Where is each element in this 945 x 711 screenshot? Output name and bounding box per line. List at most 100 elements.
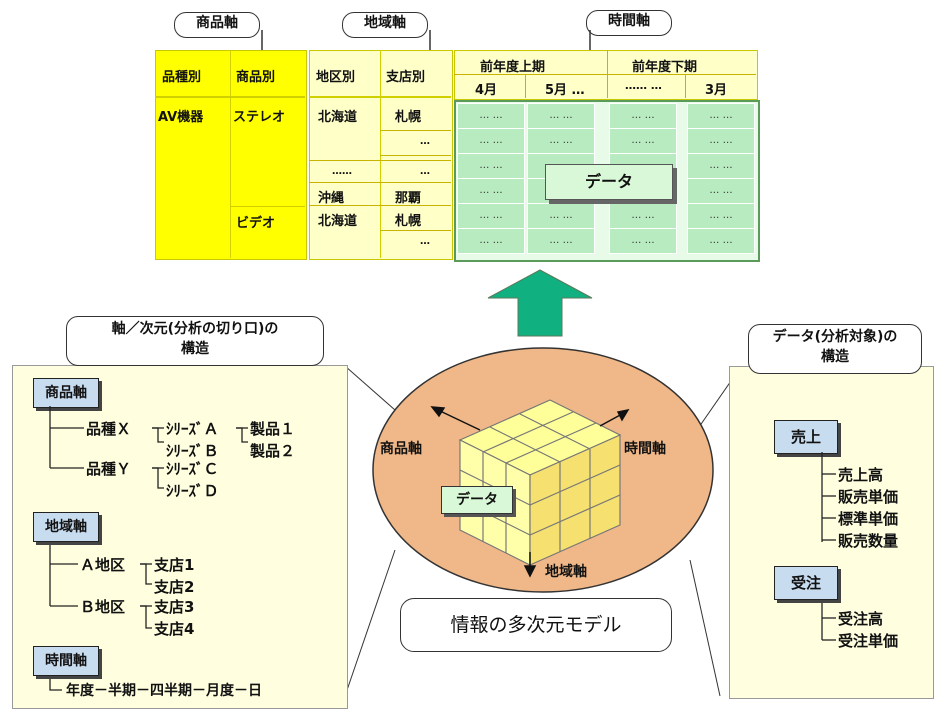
cube-product-axis: 商品軸 (380, 441, 422, 457)
branch-1: 支店1 (154, 556, 195, 574)
sales-box: 売上 (774, 420, 838, 454)
product-item-video: ビデオ (236, 216, 276, 231)
data-grid-cell: … … (609, 103, 677, 129)
data-grid-cell: … … (457, 203, 525, 229)
time-axis-box-label: 時間軸 (45, 653, 87, 669)
product-axis-box-label: 商品軸 (45, 385, 87, 401)
region-row-line (309, 160, 451, 161)
time-header-divider (685, 74, 686, 98)
orders-box-label: 受注 (790, 574, 821, 592)
cube-data-box: データ (441, 486, 513, 514)
region-divider (380, 50, 381, 258)
region-branch-cell: … (420, 236, 430, 247)
time-header (454, 50, 758, 100)
data-grid-cell: … … (687, 203, 755, 229)
data-grid-cell: … … (527, 128, 595, 154)
time-header-midline (454, 74, 756, 75)
cube-data-label: データ (456, 492, 498, 508)
data-grid-cell: … … (687, 228, 755, 254)
region-axis-callout: 地域軸 (342, 12, 428, 38)
kind-x: 品種Ｘ (86, 420, 132, 438)
orders-box: 受注 (774, 566, 838, 600)
orders-item: 受注高 (838, 610, 884, 628)
data-grid-cell: … … (457, 128, 525, 154)
month-march: 3月 (705, 83, 728, 98)
right-panel-title-line1: データ(分析対象)の (772, 329, 898, 345)
time-axis-box: 時間軸 (33, 646, 99, 676)
sales-box-label: 売上 (790, 428, 821, 446)
region-branch-cell: … (420, 136, 430, 147)
product-axis-callout-label: 商品軸 (196, 15, 238, 31)
product-item-stereo: ステレオ (233, 110, 286, 125)
up-arrow (487, 269, 593, 337)
data-grid-cell: … … (609, 203, 677, 229)
branch-3: 支店3 (154, 598, 195, 616)
product-header-line (155, 96, 305, 98)
region-area-cell: …… (332, 166, 352, 177)
area-b: Ｂ地区 (80, 598, 126, 616)
model-label-box: 情報の多次元モデル (400, 598, 672, 652)
sales-item: 販売単価 (838, 488, 899, 506)
data-label-box: データ (545, 164, 673, 200)
right-panel-title-line2: 構造 (821, 349, 849, 365)
data-grid-cell: … … (457, 153, 525, 179)
series-c: ｼﾘｰｽﾞＣ (166, 460, 219, 478)
region-axis-callout-label: 地域軸 (364, 15, 406, 31)
product-axis-callout: 商品軸 (174, 12, 260, 38)
region-header-branch: 支店別 (386, 70, 426, 85)
data-grid-cell: … … (687, 128, 755, 154)
model-label: 情報の多次元モデル (450, 614, 622, 636)
data-grid-cell: … … (457, 178, 525, 204)
time-chain: 年度－半期－四半期－月度－日 (66, 683, 262, 699)
series-a: ｼﾘｰｽﾞＡ (166, 420, 219, 438)
product-axis-box: 商品軸 (33, 378, 99, 408)
data-grid-cell: … … (527, 228, 595, 254)
left-panel-title-line1: 軸／次元(分析の切り口)の (111, 321, 279, 337)
branch-4: 支店4 (154, 620, 195, 638)
data-label: データ (584, 172, 633, 191)
left-panel-title: 軸／次元(分析の切り口)の 構造 (66, 316, 324, 366)
data-grid-cell: … … (609, 228, 677, 254)
data-grid-cell: … … (687, 178, 755, 204)
data-grid-cell: … … (457, 228, 525, 254)
product-2: 製品２ (250, 442, 296, 460)
period-second-half: 前年度下期 (632, 60, 698, 75)
region-row-line (380, 230, 451, 231)
product-header-kind: 品種別 (162, 70, 202, 85)
product-kind-av: AV機器 (158, 110, 204, 125)
region-axis-box-label: 地域軸 (45, 519, 87, 535)
sales-item: 売上高 (838, 466, 884, 484)
month-april: 4月 (475, 83, 498, 98)
series-d: ｼﾘｰｽﾞＤ (166, 482, 219, 500)
region-axis-box: 地域軸 (33, 512, 99, 542)
region-area-cell: 北海道 (318, 214, 358, 229)
region-row-line (380, 130, 451, 131)
region-branch-cell: 札幌 (395, 214, 422, 229)
time-axis-callout-label: 時間軸 (608, 13, 650, 29)
time-axis-callout: 時間軸 (586, 10, 672, 36)
data-grid-cell: … … (457, 103, 525, 129)
cube-axis-arrows (430, 406, 630, 578)
orders-item: 受注単価 (838, 632, 899, 650)
product-section (155, 50, 307, 260)
sales-item: 販売数量 (838, 532, 899, 550)
month-may: 5月 … (545, 83, 585, 98)
product-row-line (230, 206, 305, 207)
region-branch-cell: 札幌 (395, 110, 422, 125)
time-header-divider (525, 74, 526, 98)
branch-2: 支店2 (154, 578, 195, 596)
area-a: Ａ地区 (80, 556, 126, 574)
left-panel-title-line2: 構造 (181, 341, 209, 357)
region-header-area: 地区別 (316, 70, 356, 85)
product-1: 製品１ (250, 420, 296, 438)
data-grid-cell: … … (687, 103, 755, 129)
period-first-half: 前年度上期 (480, 60, 546, 75)
region-branch-cell: … (420, 166, 430, 177)
region-header-line (309, 96, 451, 98)
kind-y: 品種Ｙ (86, 460, 132, 478)
month-ellipsis: …… … (625, 79, 662, 92)
cube-time-axis: 時間軸 (624, 441, 666, 457)
region-row-line (309, 205, 451, 206)
